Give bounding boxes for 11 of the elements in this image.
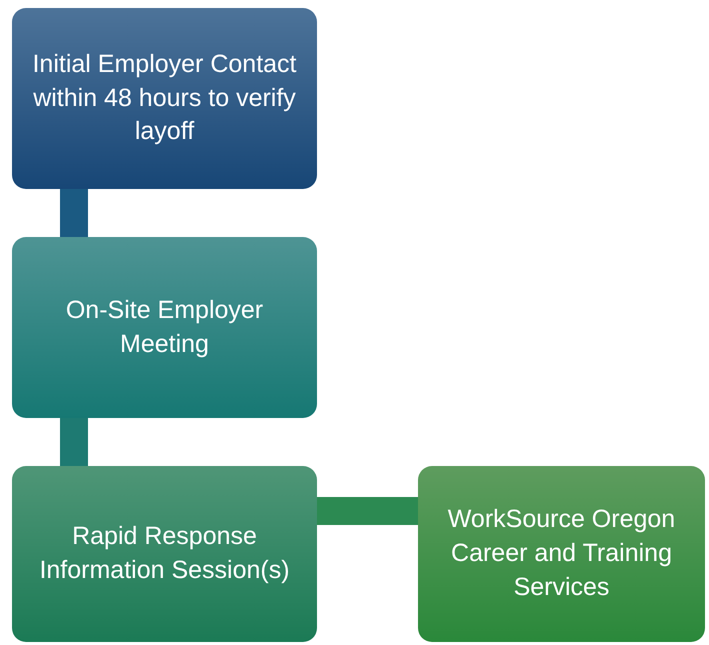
- box-label: WorkSource Oregon Career and Training Services: [446, 504, 676, 603]
- process-box: [12, 237, 317, 418]
- process-box: [418, 466, 705, 642]
- connector-bar: [317, 497, 418, 525]
- connector-bar: [60, 189, 88, 237]
- box-label: Initial Employer Contact within 48 hours to verify layoff: [31, 48, 298, 148]
- connector-bar: [60, 418, 88, 466]
- process-box: [12, 8, 317, 189]
- box-label: Rapid Response Information Session(s): [38, 521, 291, 586]
- box-label: On-Site Employer Meeting: [64, 294, 264, 360]
- process-box: [12, 466, 317, 642]
